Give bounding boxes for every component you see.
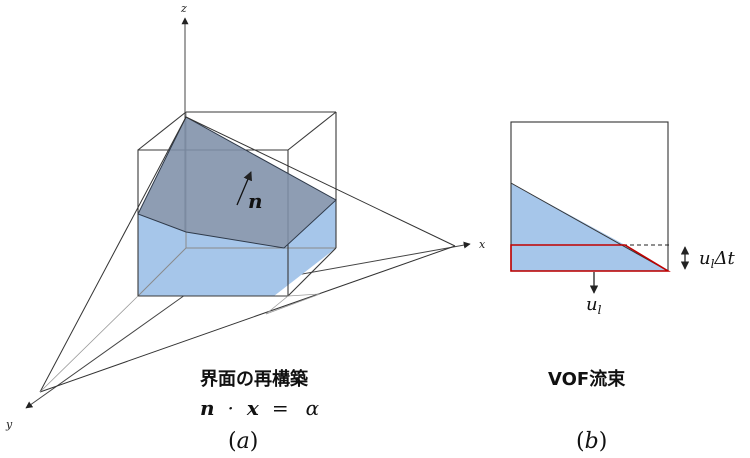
y-axis xyxy=(25,294,186,409)
eq-dot: · xyxy=(228,396,234,420)
interface-equation: n · x = α xyxy=(200,396,320,420)
normal-label: n xyxy=(248,189,263,213)
flux-height-label: ulΔt xyxy=(699,248,735,271)
z-axis-label: z xyxy=(180,2,187,15)
normal-arrow xyxy=(236,171,252,206)
flux-region-outline xyxy=(510,244,671,272)
eq-n: n xyxy=(200,396,215,420)
guide-lines xyxy=(39,293,321,393)
x-axis-label: x xyxy=(479,238,486,251)
eq-alpha: α xyxy=(306,396,320,420)
panel-a-label: (a) xyxy=(228,429,258,454)
panel-b-label: (b) xyxy=(576,429,607,454)
cell-interface xyxy=(510,182,669,272)
plane-axis-triangle xyxy=(39,116,456,393)
velocity-label: ul xyxy=(586,294,602,317)
interface-plane xyxy=(137,116,337,249)
eq-x: x xyxy=(246,396,260,420)
y-axis-label: y xyxy=(5,418,13,431)
vof-flux-caption: VOF流束 xyxy=(548,368,626,390)
panel-b: ulΔt ul VOF流束 (b) xyxy=(510,121,735,454)
panel-a: z x y xyxy=(5,2,486,454)
reconstruction-caption: 界面の再構築 xyxy=(200,368,309,390)
eq-equals: = xyxy=(272,396,289,420)
